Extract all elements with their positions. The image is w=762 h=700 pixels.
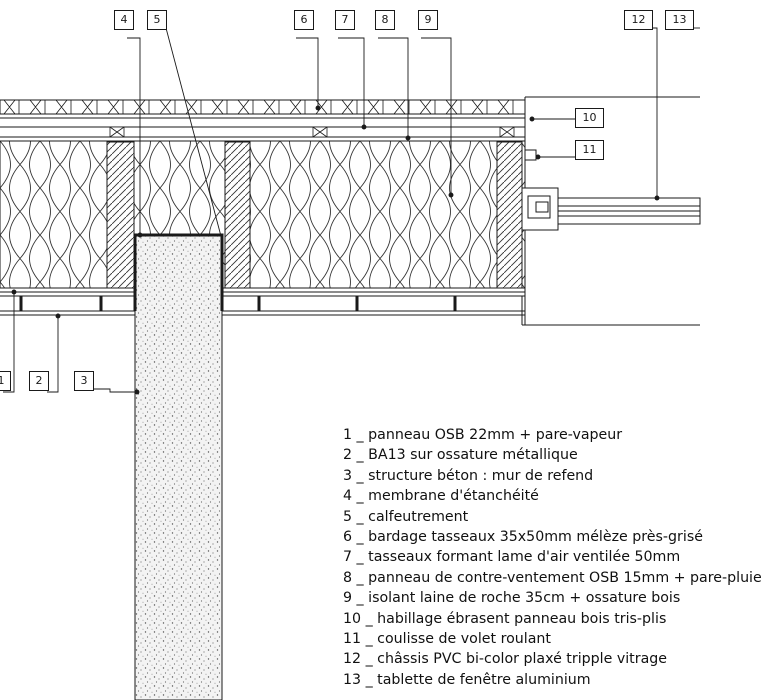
leader-lines <box>3 27 700 395</box>
callout-9: 9 <box>418 10 438 30</box>
callout-3: 3 <box>74 371 94 391</box>
legend-item-1: 1 _ panneau OSB 22mm + pare-vapeur <box>343 427 623 443</box>
legend-item-12: 12 _ châssis PVC bi-color plaxé tripple … <box>343 651 667 668</box>
insulation-layer <box>0 140 526 289</box>
cladding-battens <box>0 99 526 115</box>
callout-11: 11 <box>575 140 604 160</box>
concrete-wall <box>133 233 224 700</box>
callout-1: 1 <box>0 371 11 391</box>
callout-5: 5 <box>147 10 167 30</box>
legend-item-9: 9 _ isolant laine de roche 35cm + ossatu… <box>343 590 681 607</box>
window-frame <box>521 96 701 325</box>
legend-item-4: 4 _ membrane d'étanchéité <box>343 488 539 505</box>
legend-item-7: 7 _ tasseaux formant lame d'air ventilée… <box>343 549 681 566</box>
legend-item-5: 5 _ calfeutrement <box>343 508 469 525</box>
callout-2: 2 <box>29 371 49 391</box>
interior-lining <box>0 291 700 326</box>
callout-4: 4 <box>114 10 134 30</box>
callout-13: 13 <box>665 10 694 30</box>
legend-item-8: 8 _ panneau de contre-ventement OSB 15mm… <box>343 569 762 586</box>
wall-section-drawing <box>0 27 701 700</box>
ventilated-air-gap <box>0 117 525 138</box>
callout-6: 6 <box>294 10 314 30</box>
callout-7: 7 <box>335 10 355 30</box>
legend-item-13: 13 _ tablette de fenêtre aluminium <box>343 671 591 688</box>
legend: 1 _ panneau OSB 22mm + pare-vapeur 2 _ B… <box>343 425 762 690</box>
legend-item-3: 3 _ structure béton : mur de refend <box>343 467 594 484</box>
callout-10: 10 <box>575 108 604 128</box>
legend-item-11: 11 _ coulisse de volet roulant <box>343 631 551 648</box>
callout-12: 12 <box>624 10 653 30</box>
callout-8: 8 <box>375 10 395 30</box>
legend-item-2: 2 _ BA13 sur ossature métallique <box>343 447 578 464</box>
legend-item-6: 6 _ bardage tasseaux 35x50mm mélèze près… <box>343 529 703 546</box>
legend-item-10: 10 _ habillage ébrasent panneau bois tri… <box>343 610 667 627</box>
